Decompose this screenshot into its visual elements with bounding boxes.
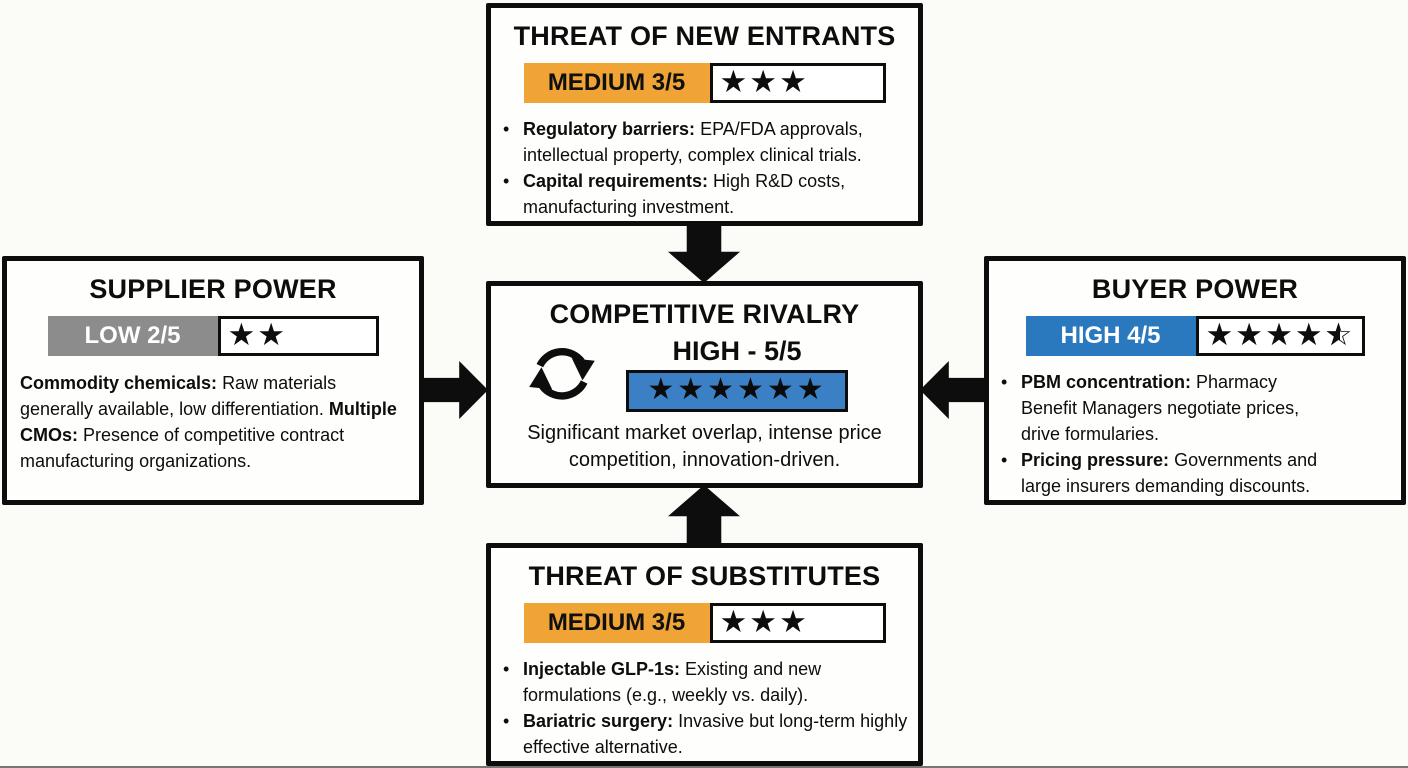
bullet-label: Pricing pressure: (1021, 450, 1170, 470)
bullet-icon: • (503, 171, 510, 191)
bullet-list: • Regulatory barriers:EPA/FDA approvals,… (503, 116, 912, 220)
bullet-icon: • (503, 711, 510, 731)
bullet-item: • Pricing pressure:Governments and large… (1001, 447, 1395, 499)
star-rating-box: ★★★ (709, 603, 886, 643)
bullet-item: • PBM concentration:Pharmacy Benefit Man… (1001, 369, 1395, 447)
box-competitive-rivalry: COMPETITIVE RIVALRY HIGH - 5/5 ★★★★★★ Si… (486, 281, 923, 488)
description-body: Significant market overlap, intense pric… (527, 422, 882, 471)
cycle-icon (529, 348, 595, 400)
star-icons: ★★★ (719, 604, 809, 639)
bullet-body: Pharmacy Benefit Managers negotiate pric… (1021, 372, 1300, 444)
bullet-text: Injectable GLP-1s:Existing and new formu… (523, 656, 911, 708)
bullet-list: • Injectable GLP-1s:Existing and new for… (503, 656, 912, 760)
bullet-item: • Regulatory barriers:EPA/FDA approvals,… (503, 116, 912, 168)
star-icons: ★★★★★★ (647, 372, 827, 406)
rating-level-label: HIGH 4/5 (1025, 316, 1196, 356)
bullet-text: PBM concentration:Pharmacy Benefit Manag… (1021, 369, 1335, 447)
rating-level-label: MEDIUM 3/5 (523, 603, 710, 643)
item-label: Multiple CMOs: (20, 399, 397, 445)
rating-badge: LOW 2/5 ★★ (47, 316, 379, 356)
box-supplier-power: SUPPLIER POWER LOW 2/5 ★★ Commodity chem… (2, 256, 424, 505)
bullet-icon: • (1001, 450, 1008, 470)
image-bottom-edge (0, 766, 1408, 768)
box-title: THREAT OF SUBSTITUTES (528, 561, 881, 591)
arrow-down-icon (668, 223, 740, 283)
item-body: Raw materials generally available, low d… (20, 373, 337, 419)
bullet-icon: • (1001, 372, 1008, 392)
star-icons: ★★★★☆★ (1206, 319, 1355, 350)
box-title: COMPETITIVE RIVALRY (549, 299, 860, 329)
star-rating-bar: ★★★★★★ (626, 370, 848, 412)
box-threat-of-new-entrants: THREAT OF NEW ENTRANTS MEDIUM 3/5 ★★★ • … (486, 3, 923, 226)
item-body: Presence of competitive contract manufac… (20, 425, 345, 471)
star-rating-box: ★★★ (709, 63, 886, 103)
rating-level-label: MEDIUM 3/5 (523, 63, 710, 103)
star-icons: ★★ (227, 317, 288, 352)
star-outline: ☆ (1324, 317, 1355, 352)
arrow-up-icon (668, 485, 740, 545)
bullet-label: Injectable GLP-1s: (523, 659, 681, 679)
rating-level-label: HIGH - 5/5 (672, 336, 802, 366)
rating-badge: MEDIUM 3/5 ★★★ (523, 603, 886, 643)
bullet-body: EPA/FDA approvals, intellectual property… (523, 119, 863, 165)
bullet-label: Capital requirements: (523, 171, 709, 191)
arrow-right-icon (421, 361, 488, 419)
description-text: Commodity chemicals:Raw materials genera… (20, 370, 407, 474)
rating-level-label: LOW 2/5 (47, 316, 218, 356)
star-rating-box: ★★★★☆★ (1195, 316, 1365, 356)
bullet-text: Capital requirements:High R&D costs, man… (523, 168, 913, 220)
bullet-body: Governments and large insurers demanding… (1021, 450, 1318, 496)
box-title: THREAT OF NEW ENTRANTS (513, 21, 896, 51)
box-buyer-power: BUYER POWER HIGH 4/5 ★★★★☆★ • PBM concen… (984, 256, 1406, 505)
bullet-body: Existing and new formulations (e.g., wee… (523, 659, 822, 705)
bullet-icon: • (503, 659, 510, 679)
half-star-icon: ☆★ (1325, 319, 1355, 350)
bullet-body: Invasive but long-term highly effective … (523, 711, 908, 757)
bullet-list: • PBM concentration:Pharmacy Benefit Man… (1001, 369, 1395, 499)
box-threat-of-substitutes: THREAT OF SUBSTITUTES MEDIUM 3/5 ★★★ • I… (486, 543, 923, 766)
bullet-text: Pricing pressure:Governments and large i… (1021, 447, 1335, 499)
star-rating-box: ★★ (217, 316, 379, 356)
rating-badge: MEDIUM 3/5 ★★★ (523, 63, 886, 103)
description-text: Significant market overlap, intense pric… (491, 420, 918, 474)
full-stars: ★★★★ (1205, 317, 1325, 352)
bullet-item: • Injectable GLP-1s:Existing and new for… (503, 656, 912, 708)
box-title: BUYER POWER (1091, 274, 1299, 304)
rating-badge: HIGH 4/5 ★★★★☆★ (1025, 316, 1365, 356)
arrow-left-icon (920, 361, 987, 419)
bullet-label: Bariatric surgery: (523, 711, 674, 731)
bullet-label: Regulatory barriers: (523, 119, 696, 139)
box-title: SUPPLIER POWER (89, 274, 337, 304)
bullet-label: PBM concentration: (1021, 372, 1192, 392)
bullet-body: High R&D costs, manufacturing investment… (523, 171, 846, 217)
star-half-fill: ★ (1325, 319, 1340, 350)
bullet-icon: • (503, 119, 510, 139)
item-label: Commodity chemicals: (20, 373, 218, 393)
bullet-item: • Capital requirements:High R&D costs, m… (503, 168, 912, 220)
star-icons: ★★★ (719, 64, 809, 99)
bullet-text: Bariatric surgery:Invasive but long-term… (523, 708, 911, 760)
bullet-item: • Bariatric surgery:Invasive but long-te… (503, 708, 912, 760)
bullet-text: Regulatory barriers:EPA/FDA approvals, i… (523, 116, 913, 168)
